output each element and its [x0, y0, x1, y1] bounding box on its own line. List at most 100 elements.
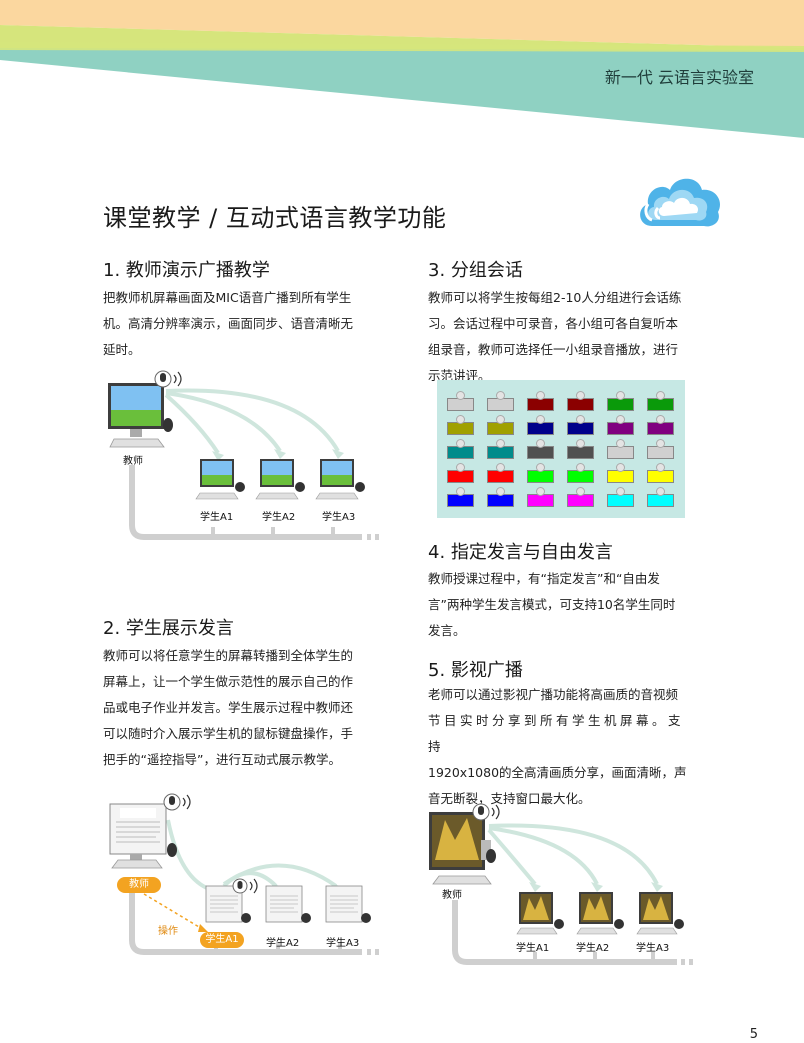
teacher-badge: 教师: [117, 877, 161, 893]
student-head-icon: [456, 415, 465, 424]
section-title-group-talk: 3. 分组会话: [428, 260, 523, 281]
page-number: 5: [749, 1027, 758, 1042]
student-label: 学生A1: [200, 512, 234, 523]
student-video-computer-icon-a1: [516, 892, 564, 935]
cloud-icon: [640, 178, 721, 227]
student-head-icon: [616, 415, 625, 424]
student-head-icon: [536, 391, 545, 400]
section-title-showcase: 2. 学生展示发言: [103, 618, 234, 639]
student-label: 学生A2: [576, 943, 610, 954]
broadcast-diagram: [108, 370, 379, 540]
section-title-speaking: 4. 指定发言与自由发言: [428, 542, 613, 563]
connector-line: [129, 890, 362, 955]
student-head-icon: [656, 439, 665, 448]
microphone-icon: [232, 878, 258, 894]
student-head-icon: [456, 439, 465, 448]
student-computer-icon-a3: [315, 459, 365, 500]
section-text-group-talk: 教师可以将学生按每组2-10人分组进行会话练 习。会话过程中可录音，各小组可各自…: [428, 285, 708, 389]
text-line: 品或电子作业并发言。学生展示过程中教师还: [103, 700, 354, 715]
student-head-icon: [496, 487, 505, 496]
section-text-showcase: 教师可以将任意学生的屏幕转播到全体学生的 屏幕上，让一个学生做示范性的展示自己的…: [103, 643, 388, 773]
teacher-document-computer-icon: [109, 803, 177, 869]
text-line: 教师可以将任意学生的屏幕转播到全体学生的: [103, 648, 354, 663]
student-head-icon: [496, 439, 505, 448]
student-head-icon: [656, 415, 665, 424]
connector-line: [129, 465, 362, 540]
student-head-icon: [576, 439, 585, 448]
text-line: 1920x1080的全高清画质分享，画面清晰，声: [428, 765, 687, 780]
student-label: 学生A2: [262, 512, 296, 523]
text-line: 教师授课过程中，有“指定发言”和“自由发: [428, 571, 660, 586]
video-diagram: [429, 803, 693, 965]
operate-label: 操作: [158, 926, 178, 937]
text-line: 老师可以通过影视广播功能将高画质的音视频: [428, 687, 679, 702]
connector-line: [452, 900, 677, 965]
student-document-computer-icon-a2: [265, 885, 311, 923]
text-line: 教师可以将学生按每组2-10人分组进行会话练: [428, 290, 682, 305]
student-head-icon: [536, 415, 545, 424]
student-head-icon: [656, 487, 665, 496]
showcase-diagram: [109, 793, 379, 955]
microphone-icon: [472, 803, 500, 821]
teacher-label: 教师: [123, 456, 143, 467]
student-head-icon: [616, 439, 625, 448]
section-text-speaking: 教师授课过程中，有“指定发言”和“自由发 言”两种学生发言模式，可支持10名学生…: [428, 566, 708, 644]
group-grid-panel: [437, 380, 685, 518]
student-computer-icon-a2: [255, 459, 305, 500]
text-line: 把教师机屏幕画面及MIC语音广播到所有学生: [103, 290, 352, 305]
text-line: 音无断裂，支持窗口最大化。: [428, 791, 591, 806]
student-label: 学生A2: [266, 938, 300, 949]
text-line: 把手的“遥控指导”，进行互动式展示教学。: [103, 752, 341, 767]
section-text-broadcast: 把教师机屏幕画面及MIC语音广播到所有学生 机。高清分辨率演示，画面同步、语音清…: [103, 285, 388, 363]
student-head-icon: [456, 487, 465, 496]
brand-name: 新一代 云语言实验室: [604, 68, 754, 87]
arrow-a2: [165, 391, 282, 453]
arrow-a3: [165, 388, 340, 452]
student-head-icon: [656, 463, 665, 472]
section-title-video: 5. 影视广播: [428, 660, 523, 681]
student-label: 学生A3: [636, 943, 670, 954]
text-line: 机。高清分辨率演示，画面同步、语音清晰无: [103, 316, 354, 331]
student-head-icon: [496, 391, 505, 400]
student-head-icon: [656, 391, 665, 400]
student-video-computer-icon-a3: [636, 892, 684, 935]
student-head-icon: [576, 415, 585, 424]
student-head-icon: [576, 391, 585, 400]
student-head-icon: [456, 391, 465, 400]
student-label: 学生A3: [322, 512, 356, 523]
microphone-icon: [154, 370, 182, 388]
student-head-icon: [496, 415, 505, 424]
text-line: 可以随时介入展示学生机的鼠标键盘操作，手: [103, 726, 354, 741]
teacher-video-computer-icon: [429, 812, 496, 885]
text-line: 习。会话过程中可录音，各小组可各自复听本: [428, 316, 679, 331]
student-head-icon: [536, 463, 545, 472]
student-head-icon: [576, 463, 585, 472]
text-line: 组录音，教师可选择任一小组录音播放，进行: [428, 342, 679, 357]
text-line: 言”两种学生发言模式，可支持10名学生同时: [428, 597, 676, 612]
microphone-icon: [163, 793, 191, 811]
student-badge-a1: 学生A1: [200, 932, 244, 948]
student-computer-icon-a1: [195, 459, 245, 500]
student-head-icon: [456, 463, 465, 472]
arrow-a1: [164, 393, 220, 455]
text-line: 延时。: [103, 342, 141, 357]
text-line: 屏幕上，让一个学生做示范性的展示自己的作: [103, 674, 354, 689]
student-head-icon: [576, 487, 585, 496]
student-head-icon: [616, 463, 625, 472]
teacher-label: 教师: [442, 890, 462, 901]
header-banner: [0, 0, 804, 138]
student-head-icon: [496, 463, 505, 472]
teacher-computer-icon: [108, 383, 173, 448]
student-head-icon: [616, 391, 625, 400]
text-line: 节目实时分享到所有学生机屏幕。支持: [428, 713, 685, 754]
student-document-computer-icon-a3: [325, 885, 371, 923]
page-title: 课堂教学 / 互动式语言教学功能: [103, 204, 447, 232]
student-head-icon: [616, 487, 625, 496]
student-head-icon: [536, 439, 545, 448]
student-label: 学生A3: [326, 938, 360, 949]
section-title-broadcast: 1. 教师演示广播教学: [103, 260, 270, 281]
student-label: 学生A1: [516, 943, 550, 954]
section-text-video: 老师可以通过影视广播功能将高画质的音视频 节目实时分享到所有学生机屏幕。支持 1…: [428, 682, 698, 812]
text-line: 发言。: [428, 623, 466, 638]
student-head-icon: [536, 487, 545, 496]
